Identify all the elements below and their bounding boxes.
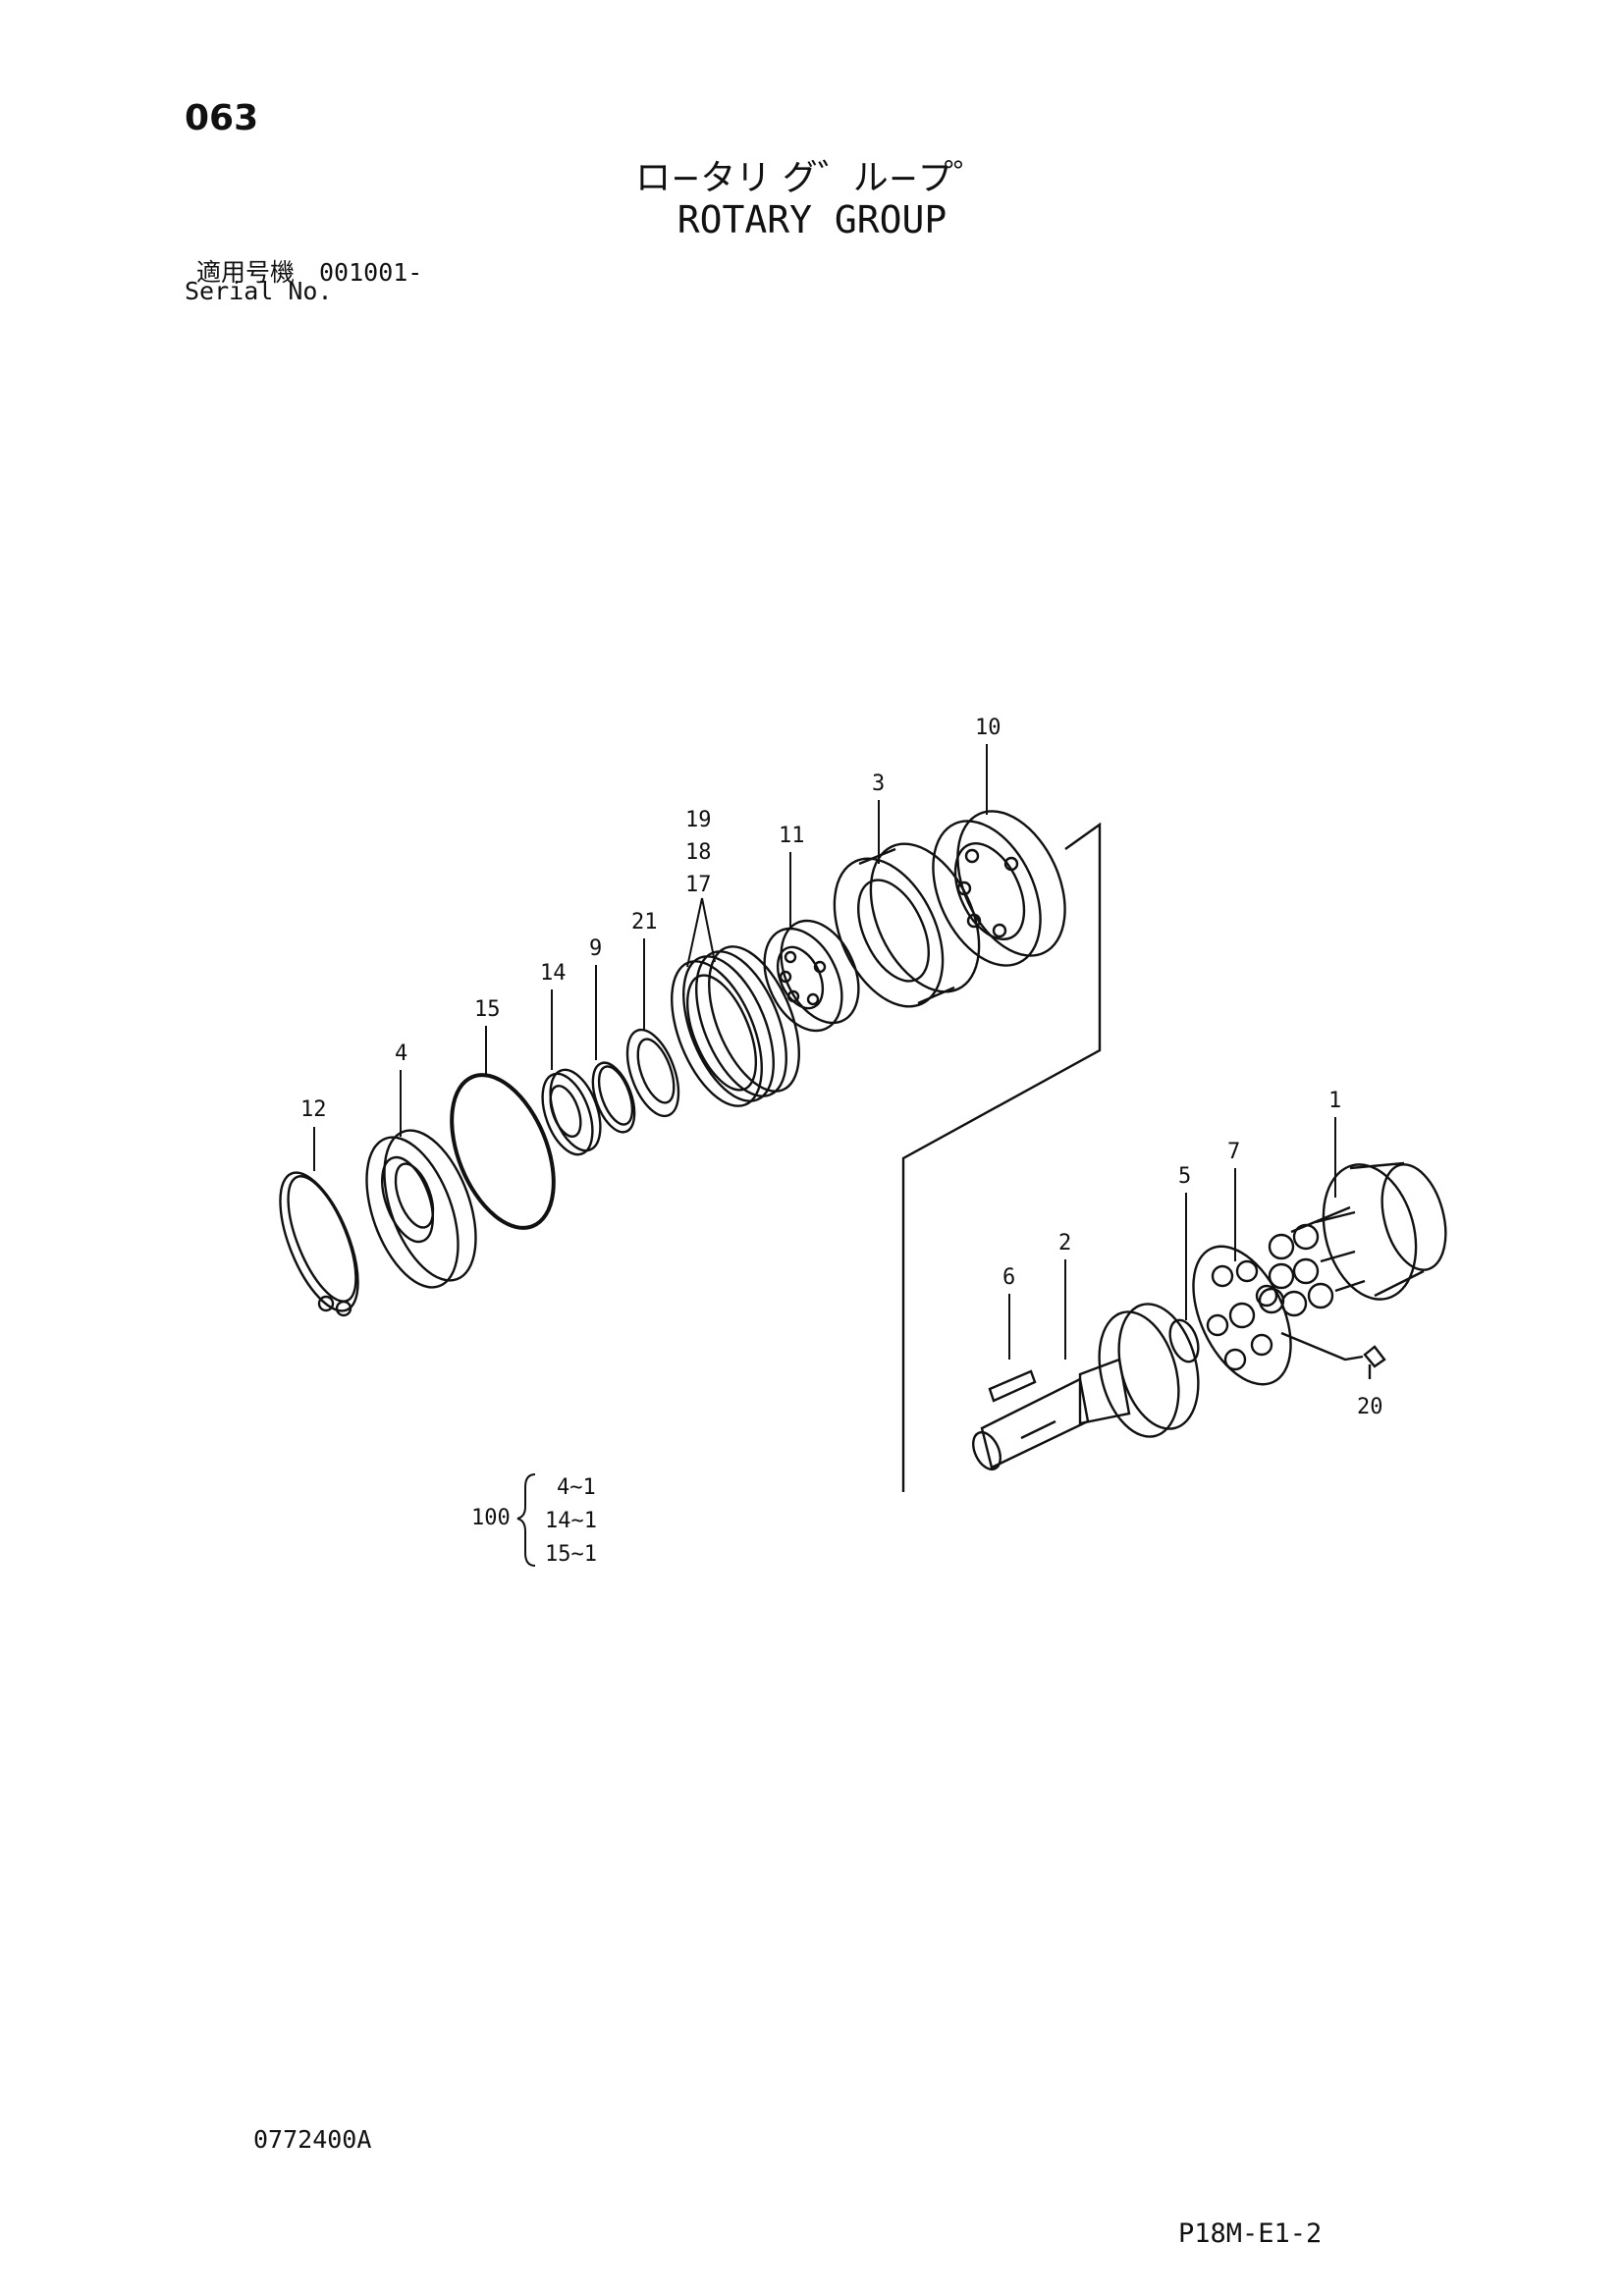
part-1-cylinder-block bbox=[1258, 1161, 1447, 1317]
callout-21: 21 bbox=[631, 910, 658, 934]
part-5-ring bbox=[1168, 1318, 1200, 1363]
callout-6: 6 bbox=[1002, 1265, 1015, 1290]
callout-10: 10 bbox=[975, 716, 1001, 740]
serial-label: Serial No. bbox=[185, 277, 333, 305]
leader-lines bbox=[313, 744, 1336, 1360]
part-12-snap-ring bbox=[279, 1171, 359, 1317]
callout-11: 11 bbox=[779, 824, 805, 848]
kit-number: 100 bbox=[471, 1506, 511, 1530]
part-20-screw bbox=[1280, 1331, 1386, 1379]
callout-15: 15 bbox=[474, 997, 501, 1022]
callout-1: 1 bbox=[1328, 1089, 1341, 1113]
callout-17: 17 bbox=[685, 873, 712, 897]
title-japanese: ロ−タリ グ゛ル−プ゜ bbox=[635, 158, 989, 198]
callout-5: 5 bbox=[1178, 1164, 1191, 1189]
callout-9: 9 bbox=[589, 936, 602, 961]
kit-item: 14~1 bbox=[545, 1509, 597, 1533]
callout-4: 4 bbox=[395, 1041, 407, 1066]
part-15-o-ring bbox=[450, 1073, 556, 1230]
part-3-collar bbox=[833, 842, 981, 1008]
kit-item: 15~1 bbox=[545, 1542, 597, 1567]
page-title: ROTARY GROUP bbox=[677, 198, 947, 241]
part-10-bearing bbox=[932, 810, 1066, 967]
callout-7: 7 bbox=[1227, 1140, 1240, 1164]
callout-18: 18 bbox=[685, 840, 712, 865]
part-21-washer bbox=[625, 1028, 680, 1118]
part-7-retainer-plate bbox=[1192, 1245, 1292, 1386]
part-9-snap-ring bbox=[591, 1061, 636, 1134]
part-2-drive-shaft bbox=[972, 1303, 1200, 1471]
document-code: 0772400A bbox=[253, 2125, 372, 2154]
serial-range-japanese: 適用号機 001001- bbox=[196, 258, 423, 287]
callout-2: 2 bbox=[1058, 1231, 1071, 1255]
kit-100-group: 100 4~1 14~1 15~1 bbox=[471, 1473, 597, 1567]
assembly-bracket bbox=[901, 822, 1102, 1492]
callout-12: 12 bbox=[300, 1097, 327, 1122]
page-number: 063 bbox=[185, 98, 259, 138]
callout-14: 14 bbox=[540, 961, 567, 986]
kit-brace bbox=[516, 1473, 536, 1567]
part-11-bearing bbox=[763, 919, 860, 1033]
page-reference: P18M-E1-2 bbox=[1178, 2218, 1323, 2249]
callout-20: 20 bbox=[1357, 1395, 1383, 1419]
part-6-key bbox=[988, 1369, 1037, 1403]
part-4-cover bbox=[365, 1129, 477, 1289]
kit-item: 4~1 bbox=[557, 1475, 596, 1500]
callout-19: 19 bbox=[685, 808, 712, 832]
callout-3: 3 bbox=[872, 772, 885, 796]
